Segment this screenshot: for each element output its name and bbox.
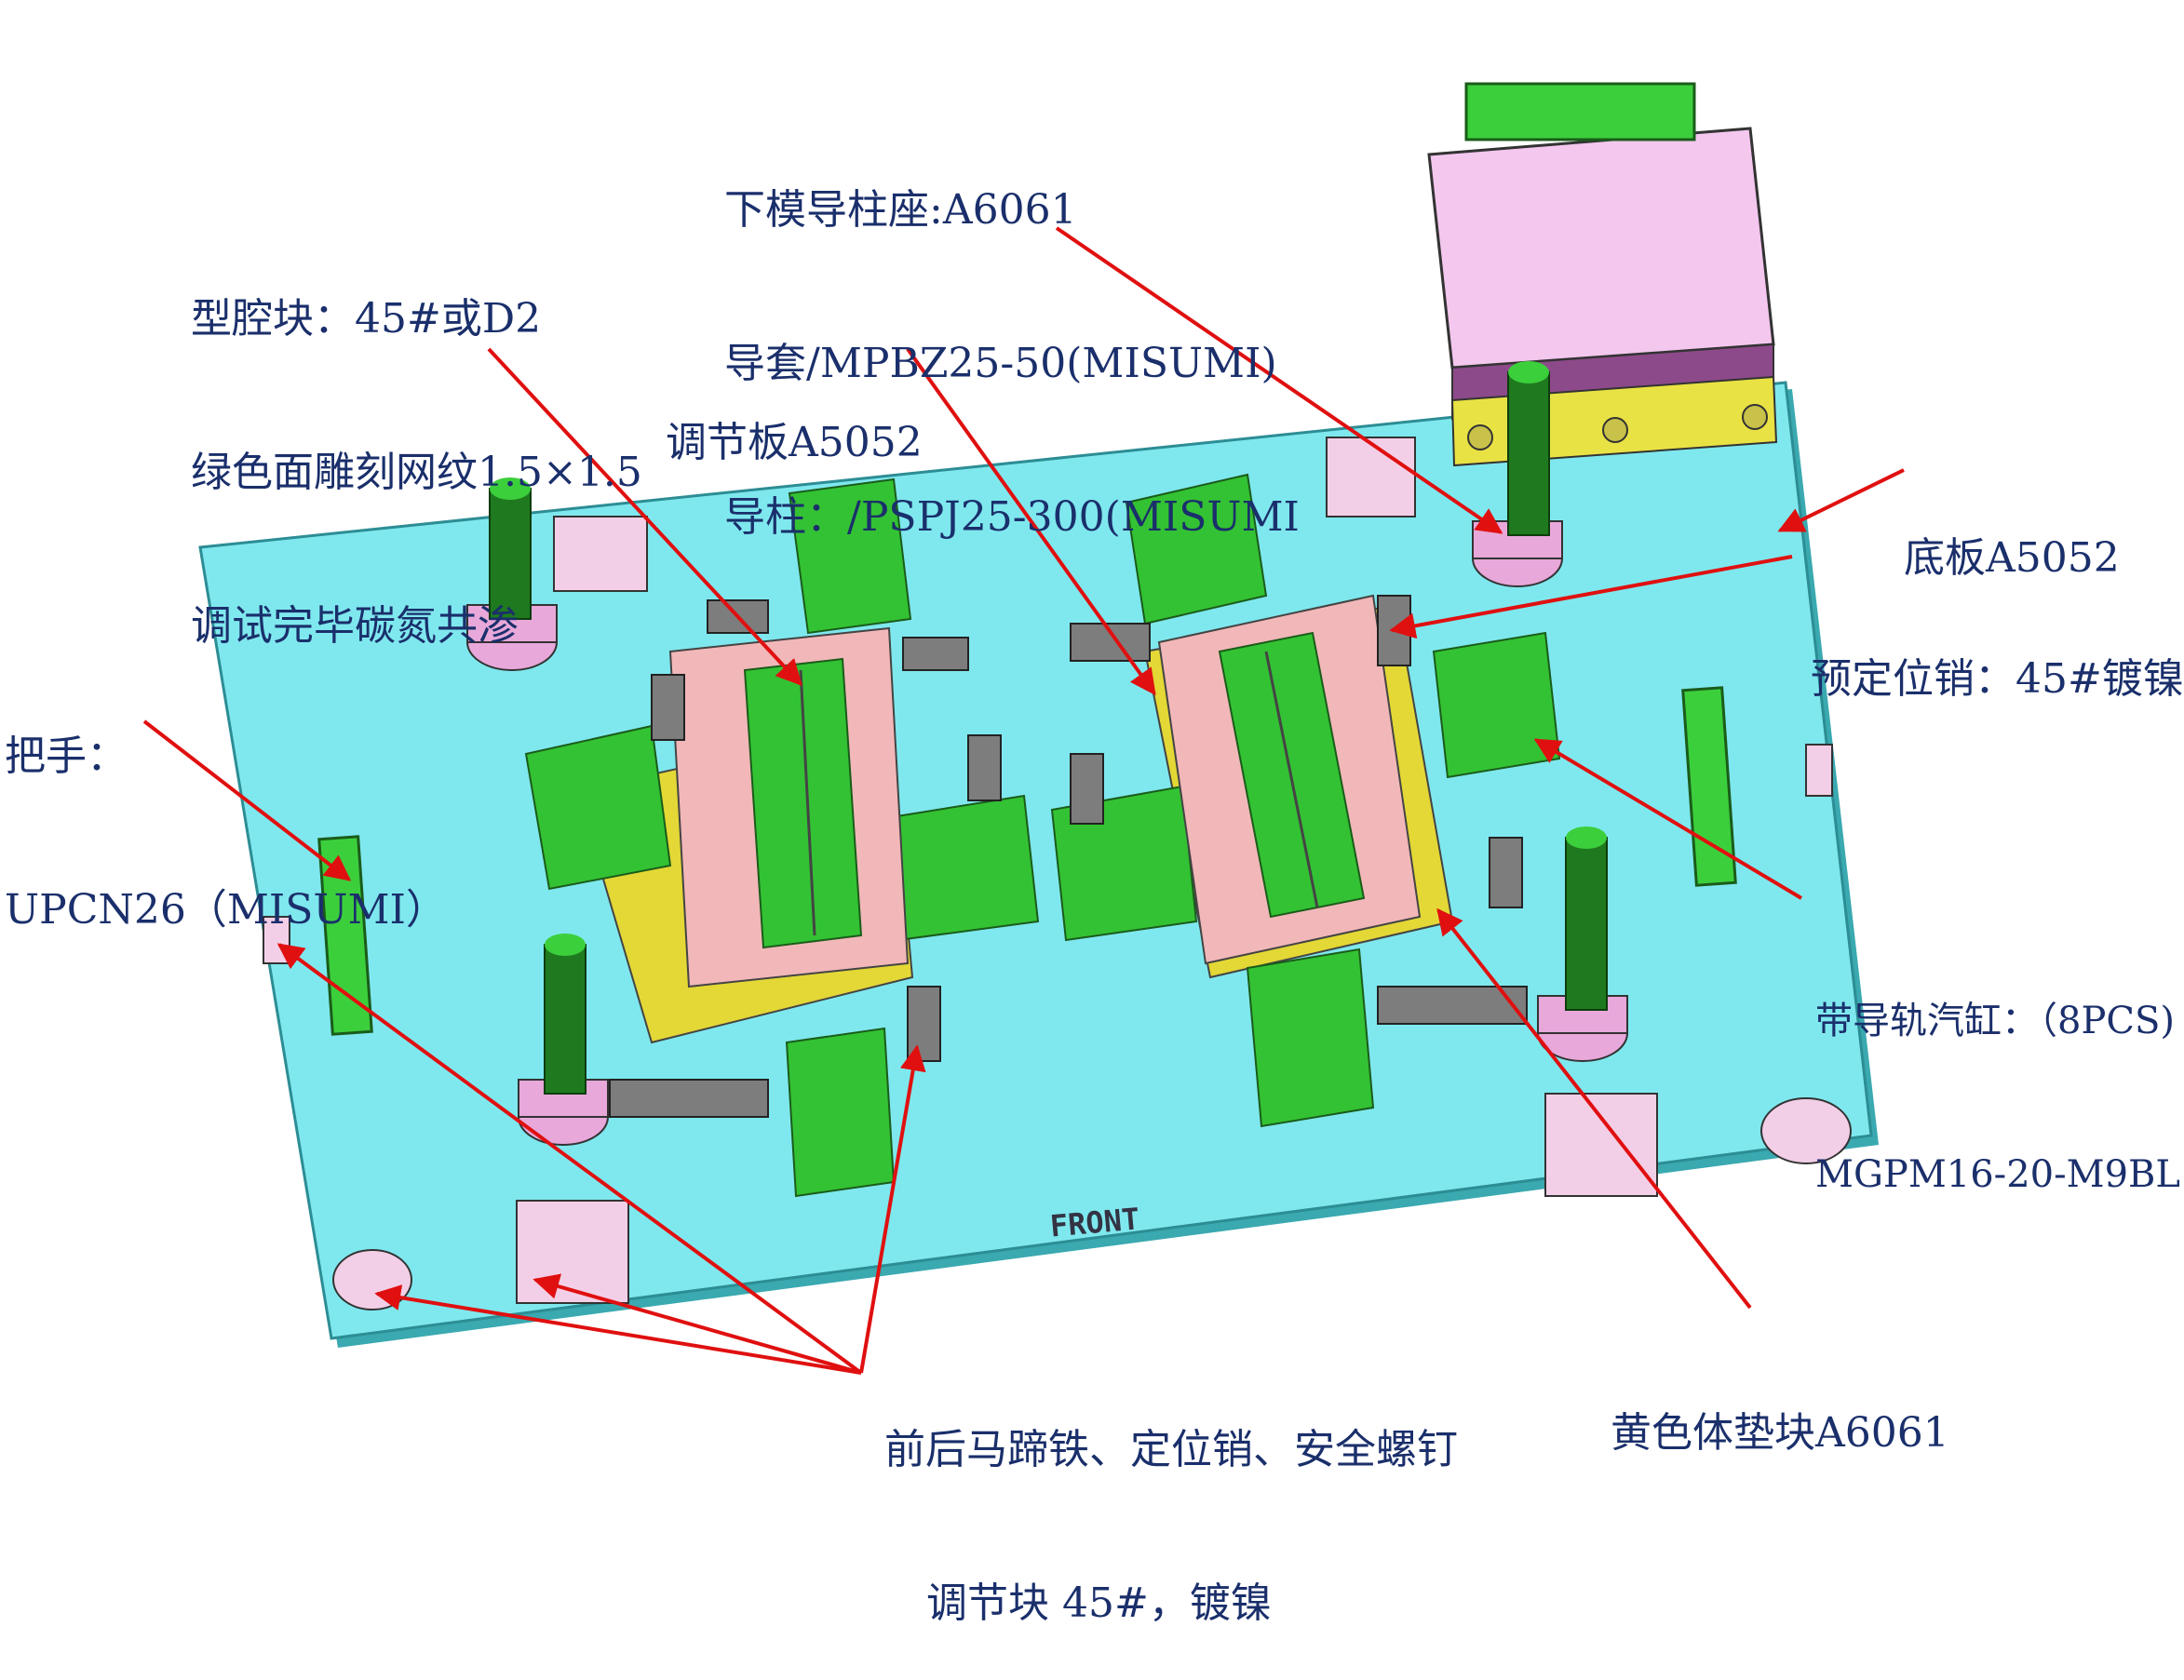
guide-post-left-bottom [518,934,609,1146]
label-base-plate-line1: 底板A5052 [1904,534,2120,582]
arrow-horseshoe-2 [374,1284,862,1375]
label-cavity-block-line3: 调试完毕碳氮共渗 [191,602,519,650]
fixture-drawing: FRONT [142,82,1905,1375]
label-horseshoe-line2: 调节块 45#，镀镍 [926,1579,1272,1627]
plate-front-text: FRONT [1048,1201,1140,1243]
adjust-blocks [609,595,1528,1118]
label-adjust-plate-line1: 调节板A5052 [666,419,923,466]
guide-post-right-top [1472,361,1563,587]
label-yellow-pad: 黄色体垫块A6061 [1611,1305,1949,1510]
label-cavity-block: 型腔块：45#或D2 绿色面雕刻网纹1.5×1.5 调试完毕碳氮共渗 [191,191,642,703]
electric-box [1427,82,1778,467]
label-horseshoe-line1: 前后马蹄铁、定位销、安全螺钉 [884,1426,1458,1473]
left-cavity-assembly [524,477,1040,1198]
arrow-cylinder [1533,738,1803,900]
label-cavity-block-line1: 型腔块：45#或D2 [191,295,542,343]
label-guide-post-line2: 导套/MPBZ25-50(MISUMI) [724,340,1277,387]
label-cylinder-line1: 带导轨汽缸：（8PCS) [1815,1000,2175,1042]
guide-post-left-top [466,477,558,671]
arrow-pre-locating-pin [1389,555,1793,639]
arrow-cavity-block [487,347,802,687]
fixture-diagram: FRONT 下模导柱座:A6061 导套/MPBZ25-50(MISUMI) 导… [5,82,2184,1627]
label-guide-post: 下模导柱座:A6061 导套/MPBZ25-50(MISUMI) 导柱：/PSP… [724,82,1300,594]
arrow-horseshoe-3 [533,1273,862,1375]
label-guide-post-line1: 下模导柱座:A6061 [724,186,1077,234]
label-pre-locating-pin: 预定位销：45#镀镍 [1811,551,2184,756]
arrow-handle [142,719,352,881]
arrow-horseshoe-1 [276,943,863,1375]
label-yellow-pad-line1: 黄色体垫块A6061 [1611,1409,1949,1457]
guide-post-right-bottom [1537,827,1628,1062]
label-handle: 把手： UPCN26（MISUMI） [5,628,447,987]
arrow-adjust-plate [906,347,1156,696]
label-cylinder: 带导轨汽缸：（8PCS) MGPM16-20-M9BL [1815,894,2180,1252]
label-pre-locating-pin-line1: 预定位销：45#镀镍 [1811,655,2184,703]
right-cavity-assembly [1050,473,1561,1128]
label-cavity-block-line2: 绿色面雕刻网纹1.5×1.5 [191,449,642,496]
arrow-base-plate [1777,468,1905,532]
label-base-plate: 底板A5052 [1904,430,2120,635]
label-adjust-plate: 调节板A5052 [666,315,923,519]
label-handle-line1: 把手： [5,732,128,780]
arrow-horseshoe-4 [859,1044,926,1374]
callout-arrows [142,226,1905,1375]
arrow-yellow-pad [1436,907,1752,1310]
horseshoe-parts [263,437,1852,1310]
arrow-guide-post [1055,226,1503,534]
label-handle-line2: UPCN26（MISUMI） [5,886,447,934]
label-guide-post-line3: 导柱：/PSPJ25-300(MISUMI [724,493,1300,541]
label-cylinder-line2: MGPM16-20-M9BL [1815,1153,2180,1196]
label-horseshoe: 前后马蹄铁、定位销、安全螺钉 调节块 45#，镀镍 [884,1322,1458,1680]
